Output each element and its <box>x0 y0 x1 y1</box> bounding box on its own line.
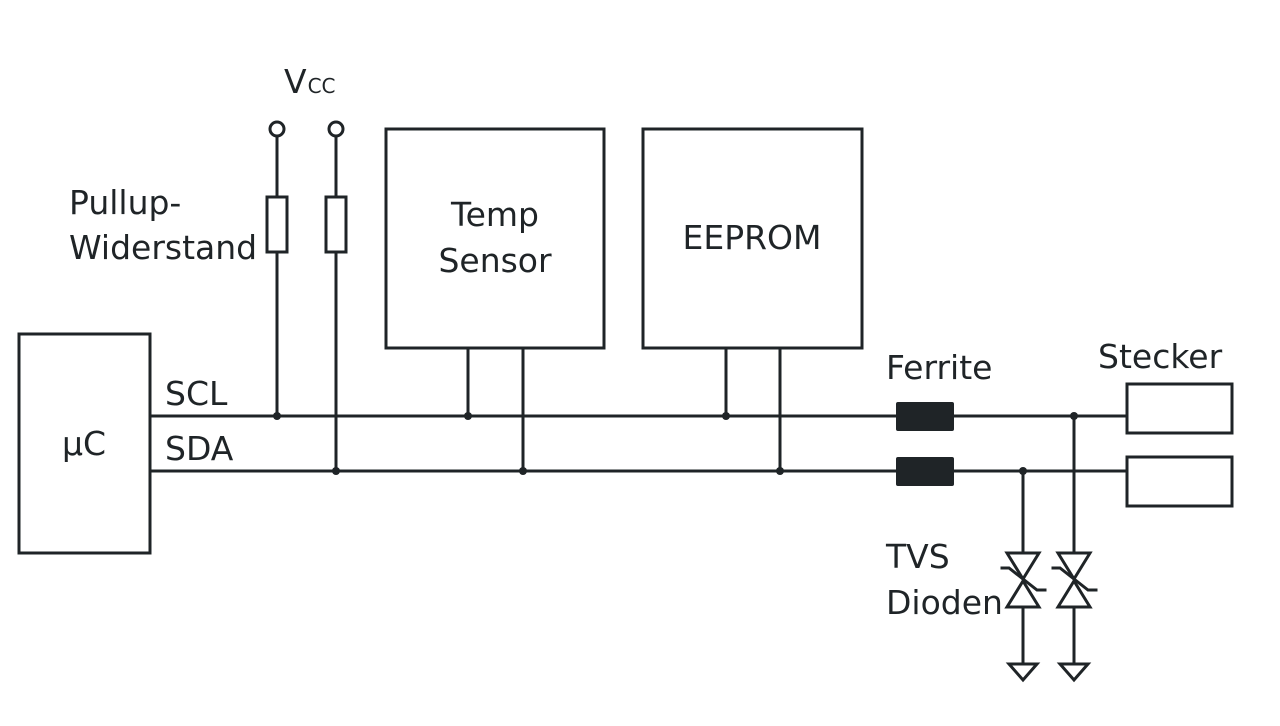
sda-label: SDA <box>165 429 234 468</box>
junction-dot <box>519 467 527 475</box>
junction-dot <box>464 412 472 420</box>
pullup-label-line2: Widerstand <box>69 228 257 267</box>
vcc-terminal-icon <box>327 120 345 138</box>
ground-icon <box>1056 662 1092 683</box>
connector-pin-scl <box>1125 382 1234 435</box>
tvs-diode-lower-icon <box>1004 578 1042 609</box>
tvs-diode-upper-icon <box>1004 551 1042 582</box>
resistor-icon <box>324 195 348 254</box>
tvs-label-line2: Dioden <box>886 583 1003 622</box>
resistor-icon <box>265 195 289 254</box>
ferrite-bead-scl-icon <box>896 402 954 431</box>
junction-dot <box>722 412 730 420</box>
ground-icon <box>1005 662 1041 683</box>
vcc-label: VCC <box>284 62 336 101</box>
mcu-block <box>17 332 152 555</box>
pullup-resistor-scl <box>265 120 289 420</box>
ferrite-bead-sda-icon <box>896 457 954 486</box>
eeprom-block <box>641 127 864 350</box>
junction-dot <box>776 467 784 475</box>
tvs-bar-icon <box>1051 566 1098 592</box>
temp-sensor-block <box>384 127 606 350</box>
connector-pin-sda <box>1125 455 1234 508</box>
vcc-terminal-icon <box>268 120 286 138</box>
ferrite-label: Ferrite <box>886 348 992 387</box>
tvs-label-line1: TVS <box>885 537 950 576</box>
connector-label: Stecker <box>1098 337 1223 376</box>
tvs-bar-icon <box>1000 566 1047 592</box>
tvs-diode-upper-icon <box>1055 551 1093 582</box>
junction-dot <box>273 412 281 420</box>
pullup-label-line1: Pullup- <box>69 183 181 222</box>
temp-sensor-label-line1: Temp <box>450 195 539 234</box>
tvs-diode-scl <box>1051 412 1098 683</box>
tvs-diode-sda <box>1000 467 1047 683</box>
tvs-diode-lower-icon <box>1055 578 1093 609</box>
mcu-label: µC <box>62 424 106 463</box>
eeprom-label: EEPROM <box>683 218 822 257</box>
scl-label: SCL <box>165 374 228 413</box>
junction-dot <box>332 467 340 475</box>
temp-sensor-label-line2: Sensor <box>438 241 552 280</box>
pullup-resistor-sda <box>324 120 348 475</box>
